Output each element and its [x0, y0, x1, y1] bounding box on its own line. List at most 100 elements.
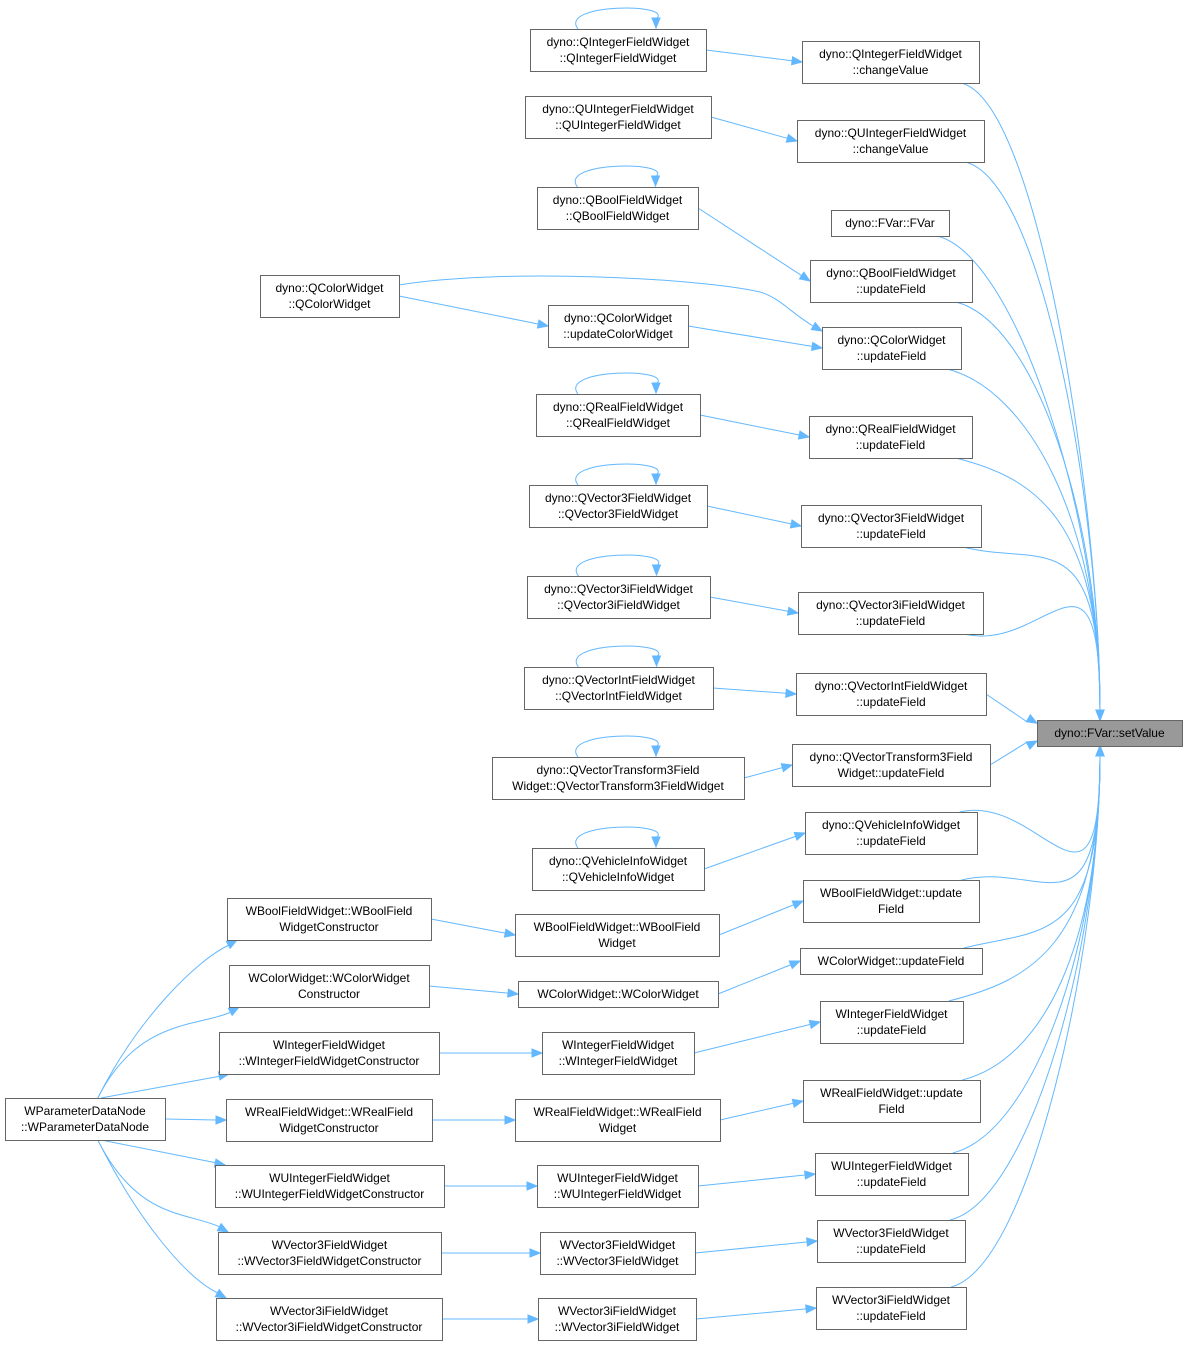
node-box-wv3iUpd: [816, 1287, 967, 1330]
graph-node-wboolUpd[interactable]: WBoolFieldWidget::updateField: [803, 880, 980, 923]
graph-node-qintChange[interactable]: dyno::QIntegerFieldWidget::changeValue: [802, 41, 980, 84]
node-label: ::WIntegerFieldWidgetConstructor: [239, 1054, 420, 1068]
edge-qvtCtor-to-qvtCtor: [575, 735, 659, 758]
node-box-qv3iUpd: [798, 592, 984, 635]
graph-node-qcolorUCW[interactable]: dyno::QColorWidget::updateColorWidget: [548, 305, 689, 348]
graph-node-qvehCtor[interactable]: dyno::QVehicleInfoWidget::QVehicleInfoWi…: [532, 848, 705, 891]
edge-wv3iUpd-to-setValue-arrowhead: [1095, 744, 1105, 757]
graph-node-qv3Ctor[interactable]: dyno::QVector3FieldWidget::QVector3Field…: [529, 485, 708, 528]
node-label: WVector3FieldWidget: [560, 1238, 676, 1252]
graph-node-wrealCtor[interactable]: WRealFieldWidget::WRealFieldWidget: [515, 1099, 721, 1142]
edge-qintCtor-to-qintCtor-arrowhead: [651, 17, 661, 30]
edge-qv3Ctor-to-qv3Upd: [706, 505, 792, 525]
graph-node-qcolorUpd[interactable]: dyno::QColorWidget::updateField: [822, 327, 962, 370]
graph-node-setValue[interactable]: dyno::FVar::setValue: [1037, 720, 1183, 747]
graph-node-wintCons[interactable]: WIntegerFieldWidget::WIntegerFieldWidget…: [219, 1032, 440, 1075]
edge-qv3Ctor-to-qv3Ctor-arrowhead: [651, 473, 661, 486]
graph-node-qboolCtor[interactable]: dyno::QBoolFieldWidget::QBoolFieldWidget: [537, 187, 699, 230]
node-label: Constructor: [298, 987, 360, 1001]
graph-node-wv3iUpd[interactable]: WVector3iFieldWidget::updateField: [816, 1287, 967, 1330]
edge-qboolCtor-to-qboolUpd: [697, 207, 802, 276]
graph-node-wv3Upd[interactable]: WVector3FieldWidget::updateField: [817, 1220, 966, 1263]
edge-qv3iCtor-to-qv3iUpd: [709, 596, 789, 612]
graph-node-wuintUpd[interactable]: WUIntegerFieldWidget::updateField: [815, 1153, 969, 1196]
node-label: WVector3FieldWidget: [833, 1226, 949, 1240]
node-box-wrealUpd: [803, 1080, 981, 1123]
graph-node-wuintCtor[interactable]: WUIntegerFieldWidget::WUIntegerFieldWidg…: [537, 1165, 699, 1208]
node-label: WVector3iFieldWidget: [558, 1304, 677, 1318]
node-label: ::QBoolFieldWidget: [566, 209, 670, 223]
graph-node-wboolCons[interactable]: WBoolFieldWidget::WBoolFieldWidgetConstr…: [227, 898, 432, 941]
node-box-qv3iCtor: [527, 576, 711, 619]
node-layer: dyno::FVar::setValue dyno::QIntegerFieldW…: [5, 29, 1183, 1341]
graph-node-qrealCtor[interactable]: dyno::QRealFieldWidget::QRealFieldWidget: [536, 394, 701, 437]
graph-node-wv3iCtor[interactable]: WVector3iFieldWidget::WVector3iFieldWidg…: [538, 1298, 697, 1341]
node-label: WIntegerFieldWidget: [835, 1007, 948, 1021]
graph-node-wparam[interactable]: WParameterDataNode::WParameterDataNode: [5, 1098, 166, 1141]
graph-node-quintChange[interactable]: dyno::QUIntegerFieldWidget::changeValue: [797, 120, 985, 163]
node-label: ::updateField: [856, 282, 925, 296]
graph-node-qrealUpd[interactable]: dyno::QRealFieldWidget::updateField: [809, 416, 973, 459]
node-label: ::WIntegerFieldWidget: [559, 1054, 678, 1068]
node-label: dyno::QUIntegerFieldWidget: [542, 102, 694, 116]
edge-qvtCtor-to-qvtUpd: [743, 767, 783, 779]
node-box-qrealCtor: [536, 394, 701, 437]
node-box-wrealCons: [226, 1099, 433, 1142]
edge-qboolCtor-to-qboolCtor-arrowhead: [650, 175, 661, 188]
graph-node-qcolorCtor[interactable]: dyno::QColorWidget::QColorWidget: [260, 275, 400, 318]
node-label: dyno::QVector3FieldWidget: [545, 491, 692, 505]
node-box-fvarCtor: [831, 210, 950, 237]
edge-wparam-to-wboolCons: [97, 944, 230, 1099]
graph-node-wcolorCtor[interactable]: WColorWidget::WColorWidget: [518, 981, 719, 1008]
graph-node-qvtCtor[interactable]: dyno::QVectorTransform3FieldWidget::QVec…: [492, 757, 745, 800]
graph-node-wv3iCons[interactable]: WVector3iFieldWidget::WVector3iFieldWidg…: [216, 1298, 443, 1341]
graph-node-wrealCons[interactable]: WRealFieldWidget::WRealFieldWidgetConstr…: [226, 1099, 433, 1142]
node-box-wv3Ctor: [540, 1232, 696, 1275]
node-box-wparam: [5, 1098, 166, 1141]
graph-node-wintUpd[interactable]: WIntegerFieldWidget::updateField: [820, 1001, 964, 1044]
graph-node-qvintUpd[interactable]: dyno::QVectorIntFieldWidget::updateField: [796, 673, 987, 716]
node-label: ::QVectorIntFieldWidget: [555, 689, 682, 703]
node-label: dyno::QBoolFieldWidget: [826, 266, 956, 280]
node-box-qboolUpd: [810, 260, 973, 303]
edge-qcolorUCW-to-qcolorUpd: [687, 325, 813, 347]
node-box-qboolCtor: [537, 187, 699, 230]
graph-node-wv3Ctor[interactable]: WVector3FieldWidget::WVector3FieldWidget: [540, 1232, 696, 1275]
node-label: ::QVector3FieldWidget: [558, 507, 679, 521]
node-label: ::updateField: [856, 1309, 925, 1323]
node-box-qvtUpd: [792, 744, 991, 787]
graph-node-qvtUpd[interactable]: dyno::QVectorTransform3FieldWidget::upda…: [792, 744, 991, 787]
edge-wv3iUpd-to-setValue: [950, 755, 1101, 1288]
graph-node-wrealUpd[interactable]: WRealFieldWidget::updateField: [803, 1080, 981, 1123]
node-label: ::updateField: [857, 1175, 926, 1189]
graph-node-qintCtor[interactable]: dyno::QIntegerFieldWidget::QIntegerField…: [530, 29, 707, 72]
edge-wboolCons-to-wboolCtor-arrowhead: [503, 928, 517, 938]
node-label: WUIntegerFieldWidget: [831, 1159, 952, 1173]
graph-node-qv3Upd[interactable]: dyno::QVector3FieldWidget::updateField: [801, 505, 982, 548]
edge-wboolCtor-to-wboolUpd-arrowhead: [791, 900, 805, 910]
node-box-wuintCtor: [537, 1165, 699, 1208]
graph-node-qv3iCtor[interactable]: dyno::QVector3iFieldWidget::QVector3iFie…: [527, 576, 711, 619]
graph-node-wv3Cons[interactable]: WVector3FieldWidget::WVector3FieldWidget…: [218, 1232, 442, 1275]
node-box-qv3Ctor: [529, 485, 708, 528]
edge-qvehCtor-to-qvehCtor-arrowhead: [651, 836, 661, 849]
node-label: ::QVector3iFieldWidget: [557, 598, 680, 612]
graph-node-qv3iUpd[interactable]: dyno::QVector3iFieldWidget::updateField: [798, 592, 984, 635]
node-label: ::WParameterDataNode: [21, 1120, 149, 1134]
graph-node-qvehUpd[interactable]: dyno::QVehicleInfoWidget::updateField: [805, 812, 978, 855]
node-label: WIntegerFieldWidget: [273, 1038, 386, 1052]
graph-node-wintCtor[interactable]: WIntegerFieldWidget::WIntegerFieldWidget: [542, 1032, 695, 1075]
graph-node-qboolUpd[interactable]: dyno::QBoolFieldWidget::updateField: [810, 260, 973, 303]
graph-node-quintCtor[interactable]: dyno::QUIntegerFieldWidget::QUIntegerFie…: [525, 96, 712, 139]
graph-node-fvarCtor[interactable]: dyno::FVar::FVar: [831, 210, 950, 237]
node-label: dyno::QVector3iFieldWidget: [816, 598, 965, 612]
graph-node-wuintCons[interactable]: WUIntegerFieldWidget::WUIntegerFieldWidg…: [215, 1165, 445, 1208]
edge-qintCtor-to-qintChange-arrowhead: [790, 55, 804, 66]
edge-wparam-to-wrealCons-arrowhead: [215, 1115, 228, 1125]
graph-node-wcolorUpd[interactable]: WColorWidget::updateField: [800, 948, 983, 975]
graph-node-wboolCtor[interactable]: WBoolFieldWidget::WBoolFieldWidget: [515, 914, 720, 957]
node-label: WVector3iFieldWidget: [270, 1304, 389, 1318]
graph-node-qvintCtor[interactable]: dyno::QVectorIntFieldWidget::QVectorIntF…: [524, 667, 714, 710]
node-box-qcolorUpd: [822, 327, 962, 370]
